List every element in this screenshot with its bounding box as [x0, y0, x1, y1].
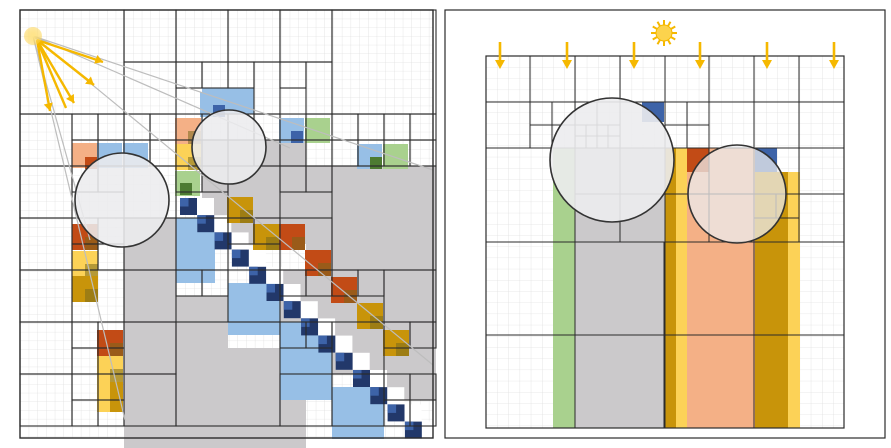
- sun-ray: [652, 25, 658, 30]
- light-ray-arrow: [36, 39, 95, 86]
- shadow-step-inner: [197, 215, 206, 224]
- shadow-step-inner: [266, 284, 275, 293]
- point-light-sun-icon: [24, 27, 42, 45]
- sun-ray: [656, 21, 661, 27]
- occluded-corner: [396, 343, 409, 356]
- occluded-cell: [110, 382, 123, 412]
- shadow-step-inner: [335, 352, 345, 362]
- occluded-column: [788, 172, 800, 428]
- shadow-step-inner: [387, 404, 397, 413]
- right-spheres: [549, 97, 787, 244]
- sphere-small: [687, 144, 787, 244]
- sphere-small: [191, 109, 267, 185]
- boundary-corner: [370, 157, 382, 169]
- sun-ray: [670, 36, 676, 41]
- sun-ray: [656, 39, 661, 45]
- sun-ray: [667, 39, 672, 45]
- occupied-cell: [176, 348, 280, 448]
- arrow-head: [66, 94, 74, 103]
- light-ray-arrow: [35, 39, 52, 112]
- free-step: [283, 284, 301, 301]
- quadtree-cell: [409, 321, 437, 349]
- light-ray-arrow: [35, 39, 76, 104]
- left-quadtree: [19, 9, 439, 448]
- shadow-step-inner: [249, 266, 258, 276]
- arrow-head: [629, 60, 639, 69]
- free-step: [335, 335, 353, 353]
- shadow-step-inner: [231, 249, 241, 259]
- sun-icon: [655, 24, 673, 42]
- shadow-step-inner: [283, 301, 293, 310]
- quadtree-cell: [123, 373, 177, 427]
- occluded-corner: [110, 369, 123, 382]
- arrow-head: [495, 60, 505, 69]
- sun-ray: [667, 21, 672, 27]
- shadow-step-inner: [180, 198, 189, 207]
- free-step: [266, 266, 284, 284]
- free-step: [318, 318, 336, 336]
- occupied-cell: [124, 296, 176, 448]
- boundary-cell: [383, 144, 408, 169]
- quadtree-cell: [409, 399, 437, 427]
- occluded-column: [676, 148, 687, 428]
- free-step: [248, 249, 266, 267]
- free-step: [300, 301, 318, 319]
- shadow-step-inner: [370, 387, 379, 396]
- arrow-head: [85, 76, 94, 85]
- sphere-large: [549, 97, 675, 223]
- arrow-head: [562, 60, 572, 69]
- boundary-corner: [291, 131, 303, 143]
- directional-light-arrows: [495, 42, 839, 69]
- free-step: [231, 232, 249, 250]
- sphere-large: [74, 152, 170, 248]
- boundary-corner: [180, 183, 192, 195]
- sun-ray: [670, 25, 676, 30]
- arrow-head: [695, 60, 705, 69]
- free-step: [197, 198, 214, 215]
- free-step: [352, 352, 370, 370]
- right-quadtree: [485, 55, 845, 429]
- left-cells: [19, 9, 437, 427]
- light-ray-arrow: [35, 39, 68, 109]
- sun-ray: [652, 36, 658, 41]
- occluded-corner: [110, 343, 123, 356]
- occluded-corner: [240, 210, 253, 223]
- directional-light-sun-icon: [651, 20, 677, 46]
- free-step: [404, 404, 422, 422]
- arrow-head: [94, 54, 103, 64]
- occluded-corner: [292, 237, 305, 250]
- light-ray-arrow: [36, 38, 104, 64]
- lit-column: [553, 148, 575, 428]
- arrow-head: [829, 60, 839, 69]
- boundary-cell: [305, 118, 330, 143]
- shadow-step-inner: [318, 335, 327, 345]
- free-step: [387, 387, 405, 405]
- light-ray-path: [32, 35, 434, 366]
- shadow-step-inner: [301, 318, 310, 327]
- left-spheres: [74, 109, 267, 248]
- arrow-head: [43, 102, 53, 111]
- arrow-head: [762, 60, 772, 69]
- left-panel: [19, 9, 439, 448]
- right-panel: [444, 9, 886, 439]
- shadow-step-inner: [214, 232, 224, 241]
